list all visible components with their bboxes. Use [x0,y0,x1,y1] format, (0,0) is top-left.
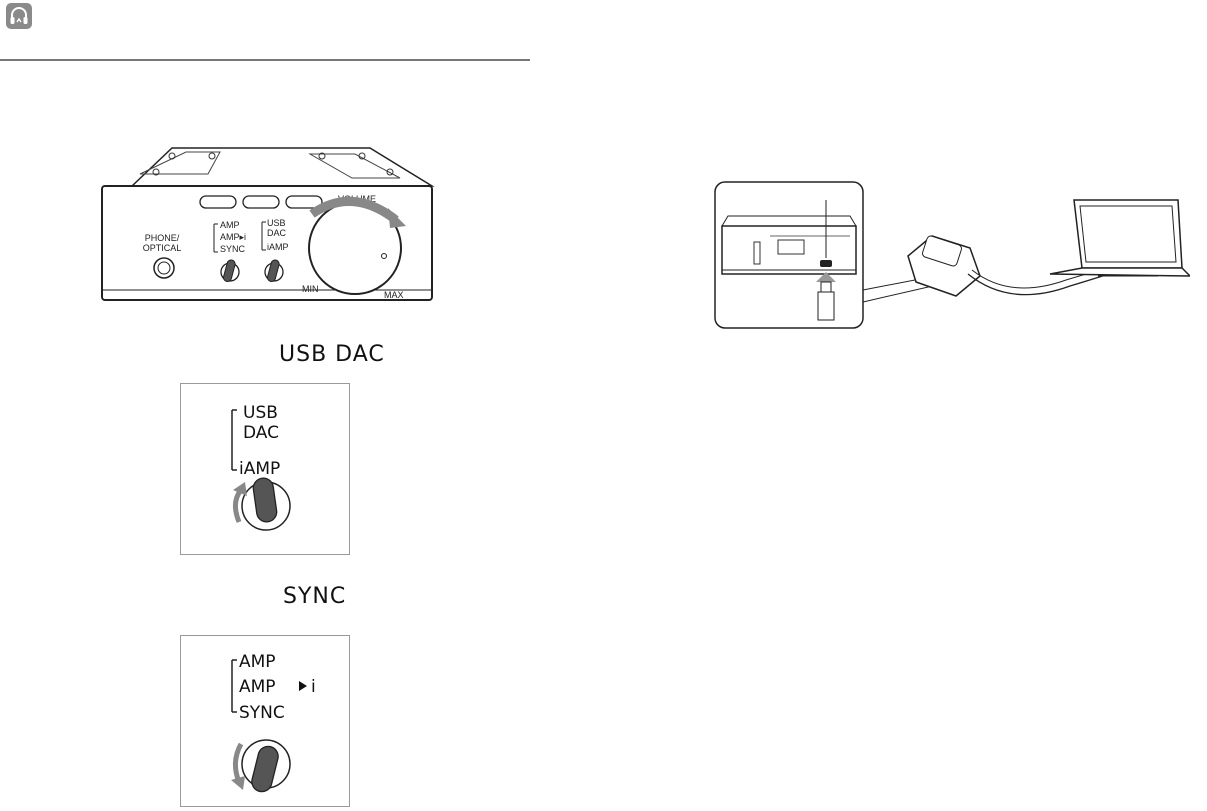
switch-label-amp-i: AMP [239,677,276,697]
switch-label-sync: SYNC [239,703,285,723]
sync-heading: SYNC [283,584,347,609]
usb-connection-diagram [714,181,1190,329]
mode-left-amp: AMP [220,220,240,230]
mode-right-usb: USB [267,218,286,228]
usb-dac-switch-diagram: USB DAC iAMP [231,403,291,531]
mode-right-dac: DAC [267,228,287,238]
switch-label-dac: DAC [243,423,279,443]
switch-label-iamp: iAMP [239,459,280,479]
mode-left-amp-i: AMP▸i [220,232,246,242]
max-label: MAX [384,290,404,300]
svg-text:i: i [311,677,316,697]
switch-label-usb: USB [243,403,278,423]
mode-right-iamp: iAMP [267,242,289,252]
header-divider [0,59,530,61]
headphones-icon [6,3,32,29]
input-label-line1: PHONE/ [145,233,180,243]
play-arrow-icon [299,681,307,691]
min-label: MIN [302,284,319,294]
sync-switch-diagram: AMP AMP i SYNC [231,652,316,793]
sync-switch-panel: AMP AMP i SYNC [180,635,350,807]
usb-dac-switch-panel: USB DAC iAMP [180,383,350,555]
input-label-line2: OPTICAL [143,243,182,253]
mode-left-sync: SYNC [220,244,246,254]
usb-dac-heading: USB DAC [279,342,385,367]
switch-label-amp: AMP [239,652,276,672]
front-panel-illustration: PHONE/ OPTICAL AMP AMP▸i SYNC USB DAC iA… [101,147,435,301]
